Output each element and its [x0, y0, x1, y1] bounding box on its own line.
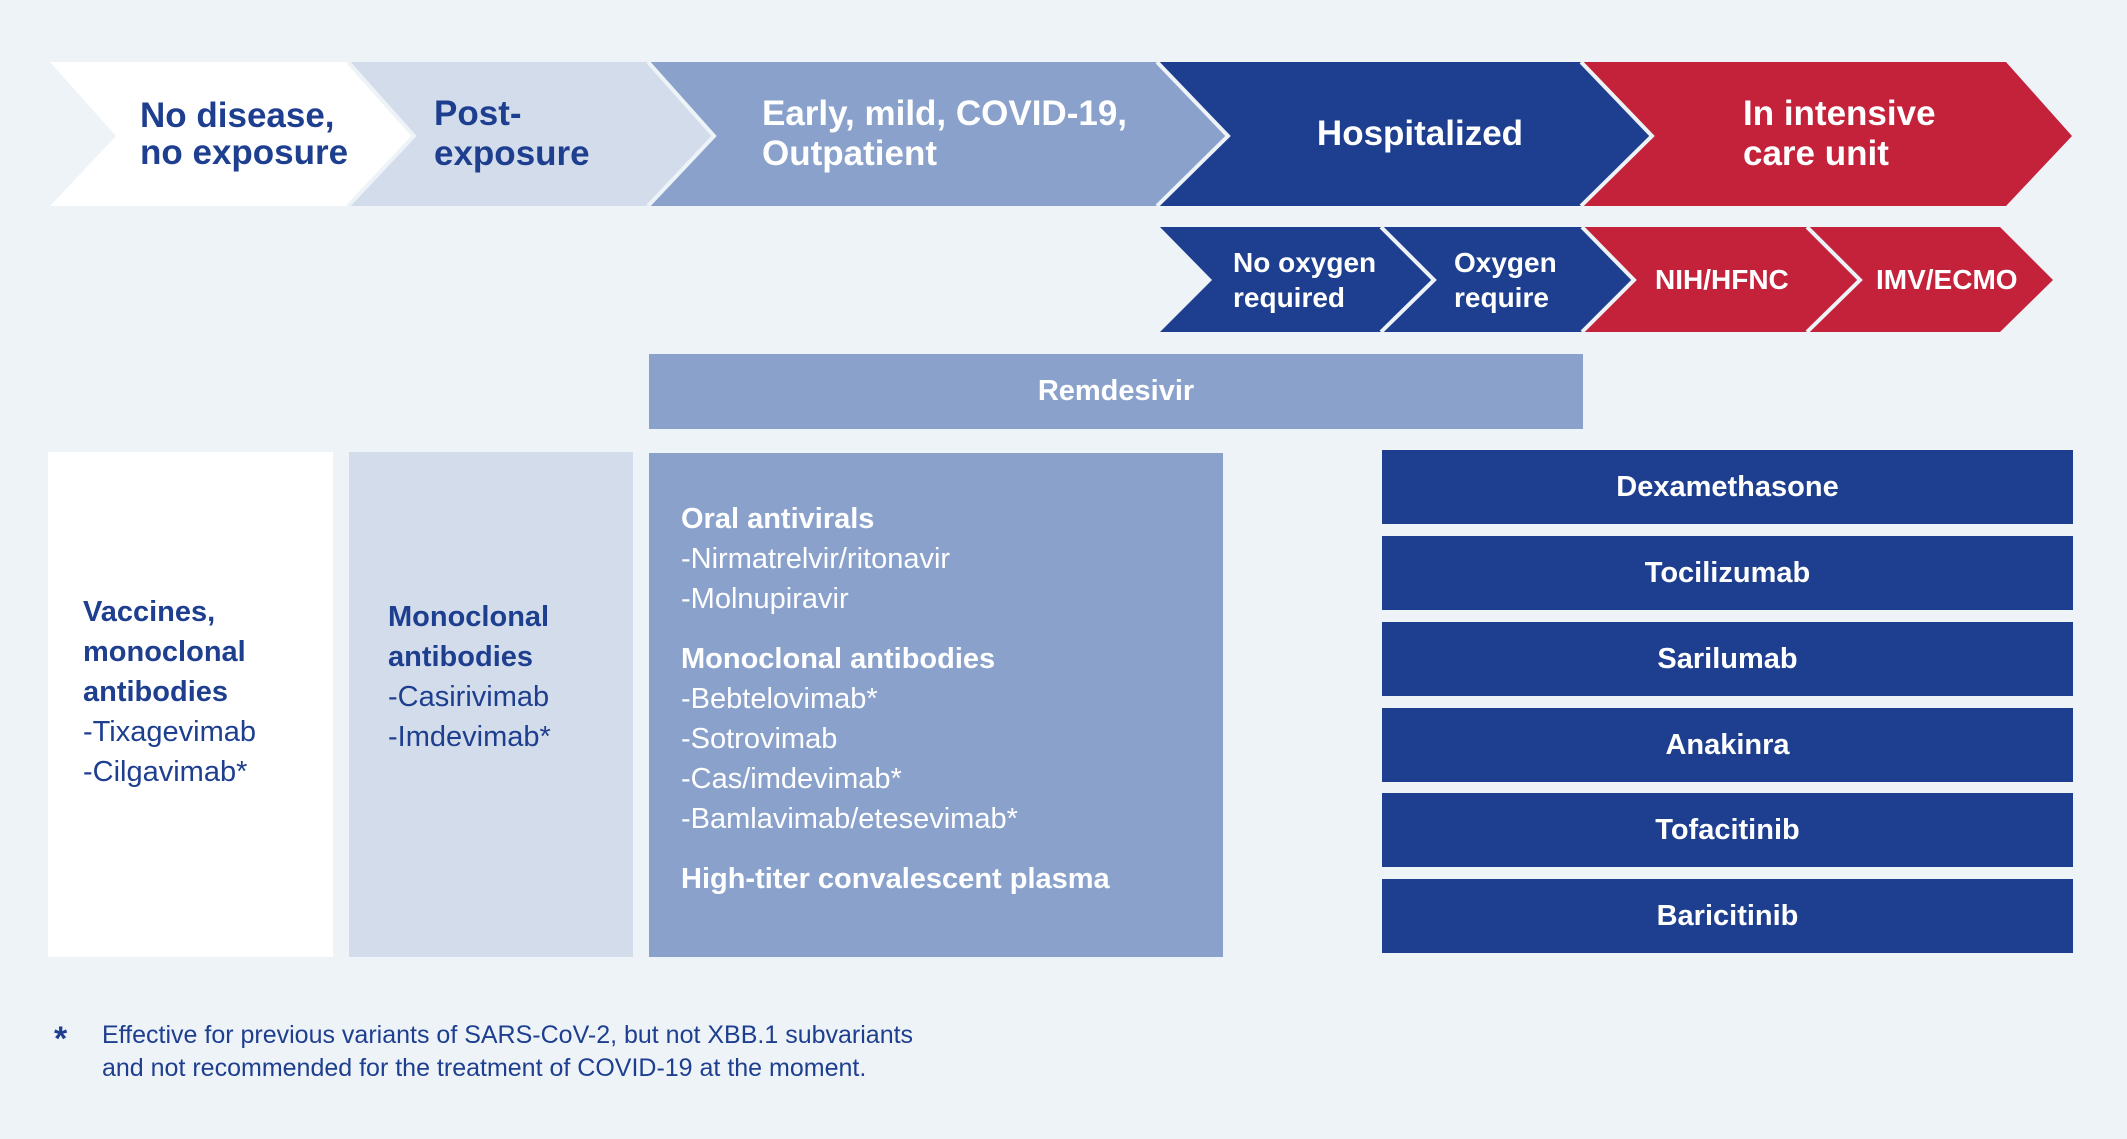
footnote-line: and not recommended for the treatment of…	[102, 1054, 867, 1082]
substage-chevron-oxygen	[1381, 227, 1634, 332]
drug-box-tocilizumab: Tocilizumab	[1382, 536, 2073, 610]
substage-label-nih-hfnc: NIH/HFNC	[1655, 227, 1815, 332]
drug-box-tofacitinib: Tofacitinib	[1382, 793, 2073, 867]
panel-post-exposure	[349, 452, 633, 957]
substage-chevron-nih-hfnc	[1582, 227, 1860, 332]
stage-label-no-disease: No disease, no exposure	[140, 62, 360, 206]
drug-item: -Casirivimab	[388, 681, 550, 713]
drug-item: -Imdevimab*	[388, 721, 551, 753]
panel-heading: Monoclonal antibodies	[388, 601, 550, 673]
stage-label-hospitalized: Hospitalized	[1228, 62, 1612, 206]
drug-box-dexamethasone: Dexamethasone	[1382, 450, 2073, 524]
substage-text: IMV/ECMO	[1876, 263, 2018, 295]
stage-label-outpatient: Early, mild, COVID-19, Outpatient	[762, 62, 1142, 206]
remdesivir-bar: Remdesivir	[649, 354, 1583, 429]
monoclonal-heading: Monoclonal antibodies	[681, 643, 996, 675]
stage-text: Post-exposure	[434, 94, 590, 173]
drug-label: Tofacitinib	[1655, 813, 1800, 846]
panel-heading: Vaccines, monoclonal antibodies	[83, 596, 246, 708]
drug-item: -Cilgavimab*	[83, 756, 248, 788]
drug-item: -Bamlavimab/etesevimab*	[681, 803, 1018, 835]
drug-item: -Tixagevimab	[83, 716, 256, 748]
plasma-heading: High-titer convalescent plasma	[681, 863, 1110, 895]
stage-text: Hospitalized	[1316, 114, 1524, 153]
stage-chevron-hospitalized	[1157, 62, 1652, 206]
panel-vaccines	[48, 452, 333, 957]
stage-label-icu: In intensive care unit	[1743, 62, 2023, 206]
stage-label-post-exposure: Post-exposure	[434, 62, 674, 206]
drug-label: Dexamethasone	[1616, 470, 1839, 503]
drug-item: -Molnupiravir	[681, 583, 849, 615]
drug-box-sarilumab: Sarilumab	[1382, 622, 2073, 696]
drug-label: Baricitinib	[1656, 899, 1799, 932]
footnote: Effective for previous variants of SARS-…	[102, 1019, 913, 1085]
drug-label: Sarilumab	[1657, 642, 1798, 675]
stage-chevron-icu	[1581, 62, 2072, 206]
stage-chevron-no-disease	[50, 62, 414, 206]
substage-text: No oxygen required	[1233, 246, 1377, 313]
drug-item: -Nirmatrelvir/ritonavir	[681, 543, 951, 575]
drug-item: -Cas/imdevimab*	[681, 763, 902, 795]
substage-chevron-imv-ecmo	[1807, 227, 2053, 332]
remdesivir-label: Remdesivir	[1037, 375, 1195, 407]
oral-antivirals-heading: Oral antivirals	[681, 503, 875, 535]
drug-item: -Bebtelovimab*	[681, 683, 878, 715]
stage-text: No disease, no exposure	[140, 96, 349, 172]
drug-label: Tocilizumab	[1644, 556, 1811, 589]
substage-text: NIH/HFNC	[1655, 263, 1789, 295]
substage-chevron-no-oxygen	[1160, 227, 1434, 332]
stage-text: In intensive care unit	[1743, 94, 1936, 173]
panel-outpatient	[649, 453, 1223, 957]
drug-box-baricitinib: Baricitinib	[1382, 879, 2073, 953]
panel-post-exposure-text: Monoclonal antibodies -Casirivimab -Imde…	[388, 597, 628, 757]
stage-text: Early, mild, COVID-19, Outpatient	[762, 94, 1128, 173]
drug-item: -Sotrovimab	[681, 723, 838, 755]
stage-chevron-post-exposure	[348, 62, 714, 206]
panel-vaccines-text: Vaccines, monoclonal antibodies -Tixagev…	[83, 592, 323, 792]
drug-box-anakinra: Anakinra	[1382, 708, 2073, 782]
substage-label-imv-ecmo: IMV/ECMO	[1876, 227, 2026, 332]
stage-chevron-outpatient	[648, 62, 1228, 206]
substage-label-no-oxygen: No oxygen required	[1233, 227, 1393, 332]
drug-label: Anakinra	[1665, 728, 1790, 761]
panel-outpatient-text: Oral antivirals -Nirmatrelvir/ritonavir …	[681, 499, 1211, 899]
footnote-asterisk: *	[54, 1020, 68, 1058]
substage-text: Oxygen require	[1454, 246, 1557, 313]
substage-label-oxygen: Oxygen require	[1454, 227, 1594, 332]
footnote-line: Effective for previous variants of SARS-…	[102, 1021, 914, 1049]
